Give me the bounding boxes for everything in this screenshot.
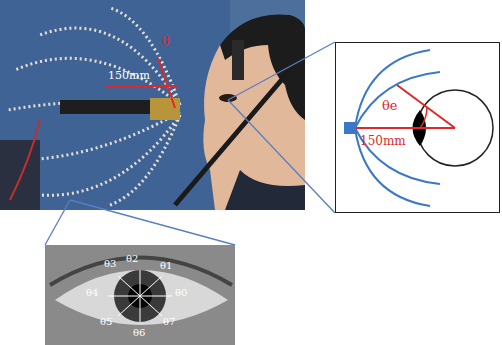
angle-label: θ: [162, 34, 170, 48]
head-mount: [232, 40, 244, 80]
sweater: [225, 170, 305, 210]
distance-label: 150mm: [108, 70, 150, 82]
direction-label: θ4: [86, 287, 98, 298]
callout-lines: [45, 42, 335, 245]
chin-rest-bar: [175, 70, 290, 205]
eye-photo: [45, 245, 235, 345]
direction-label: θ5: [100, 316, 112, 327]
direction-label: θ2: [126, 253, 138, 264]
direction-label: θ3: [104, 258, 116, 269]
eye-schematic: [344, 50, 493, 206]
angle-label: θe: [382, 99, 398, 113]
direction-label: θ6: [133, 327, 145, 338]
direction-label: θ0: [175, 287, 187, 298]
distance-label: 150mm: [360, 135, 406, 148]
direction-label: θ1: [160, 260, 172, 271]
camera-block: [150, 98, 180, 120]
direction-label: θ7: [163, 316, 175, 327]
photo-background: [0, 0, 305, 210]
schematic-box: θe 150mm: [335, 42, 500, 213]
